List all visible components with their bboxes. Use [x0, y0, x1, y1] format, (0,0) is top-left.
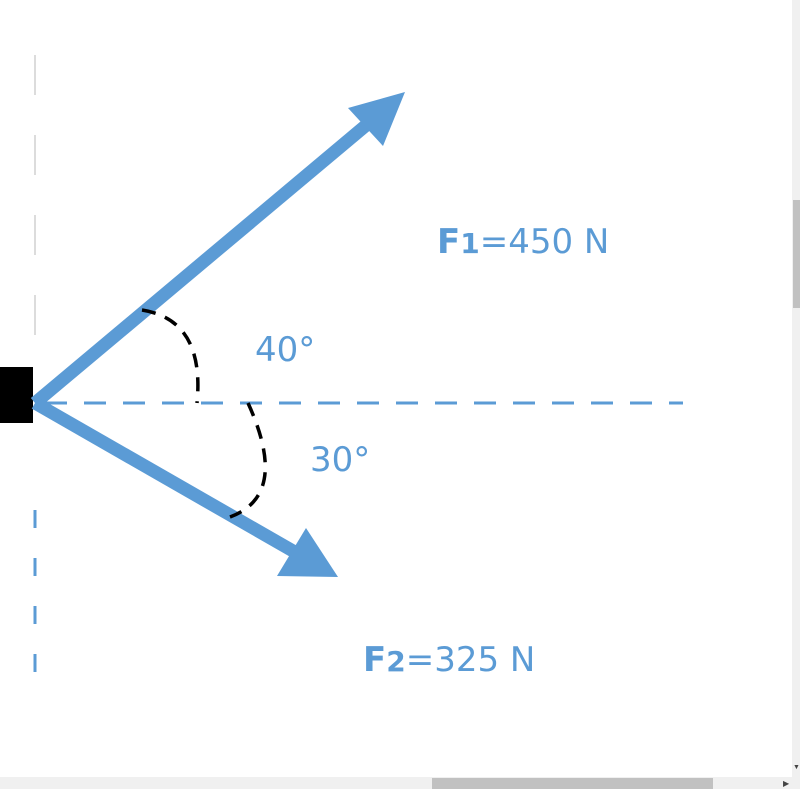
- scroll-right-arrow-icon[interactable]: ▶: [783, 779, 790, 788]
- vertical-scrollbar[interactable]: [792, 0, 800, 777]
- force2-label: F2=325 N: [363, 640, 535, 680]
- force1-arrow-head: [348, 92, 405, 146]
- wall-block: [0, 367, 33, 423]
- force1-subscript: 1: [460, 227, 480, 260]
- scroll-down-arrow-icon[interactable]: ▼: [793, 764, 800, 771]
- force1-value: =450 N: [479, 222, 610, 262]
- force2-symbol: F: [363, 640, 387, 680]
- force1-arrow-shaft: [30, 117, 375, 408]
- force2-value: =325 N: [405, 640, 536, 680]
- force1-label: F1=450 N: [437, 222, 609, 262]
- angle1-arc: [141, 308, 200, 404]
- vertical-scrollbar-thumb[interactable]: [793, 200, 800, 308]
- force2-arrow-shaft: [31, 397, 304, 561]
- horizontal-scrollbar[interactable]: ▶: [0, 777, 800, 789]
- horizontal-scrollbar-thumb[interactable]: [432, 778, 713, 789]
- angle2-arc: [229, 402, 267, 519]
- angle2-label: 30°: [310, 440, 371, 480]
- force2-arrow-head: [277, 528, 338, 577]
- force1-symbol: F: [437, 222, 461, 262]
- angle1-label: 40°: [255, 330, 316, 370]
- force2-subscript: 2: [386, 645, 406, 678]
